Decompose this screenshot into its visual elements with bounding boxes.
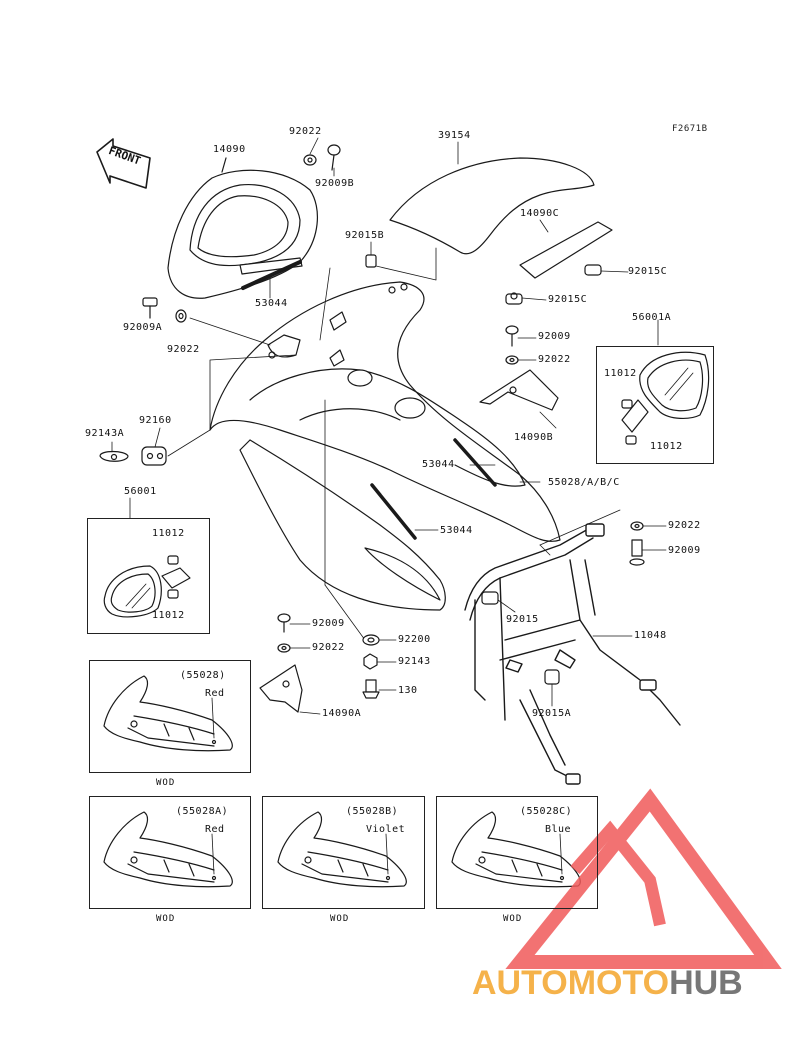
variant-box-55028B (262, 796, 425, 909)
variant-box-55028 (89, 660, 251, 773)
part-label: 39154 (438, 130, 471, 141)
front-arrow-icon (96, 138, 151, 189)
variant-region: WOD (330, 914, 350, 924)
part-label: 14090B (514, 432, 554, 443)
variant-code: (55028A) (176, 806, 229, 817)
variant-box-55028C (436, 796, 598, 909)
part-label: 92022 (167, 344, 200, 355)
part-label: 92009A (123, 322, 163, 333)
fairing-bracket-part (464, 523, 681, 785)
part-label: 53044 (422, 459, 455, 470)
part-label: 130 (398, 685, 418, 696)
variant-color: Red (205, 688, 225, 699)
variant-region: WOD (503, 914, 523, 924)
mirror-right-box (596, 346, 714, 464)
part-label: 92022 (538, 354, 571, 365)
part-label: 11048 (634, 630, 667, 641)
windshield-part (389, 141, 595, 255)
grommet-icon (505, 264, 602, 305)
watermark-logo-icon (505, 788, 782, 969)
part-label: 11012 (152, 610, 185, 621)
part-label: 92009 (538, 331, 571, 342)
part-label: 92022 (312, 642, 345, 653)
variant-region: WOD (156, 778, 176, 788)
bolt-icon (629, 521, 645, 566)
trim-strip-part (453, 438, 497, 487)
part-label: 56001 (124, 486, 157, 497)
bolt-icon (277, 613, 291, 653)
watermark-part2: HUB (669, 964, 743, 1002)
part-label: 14090A (322, 708, 362, 719)
fastener-icon (365, 254, 377, 268)
bolt-icon (142, 297, 187, 323)
part-label: 11012 (604, 368, 637, 379)
variant-box-55028A (89, 796, 251, 909)
meter-cover-part (167, 157, 319, 299)
inner-panel-part (519, 219, 613, 279)
mirror-left-box (87, 518, 210, 634)
part-label: 92015 (506, 614, 539, 625)
variant-code: (55028B) (346, 806, 399, 817)
bolt-icon (303, 144, 341, 171)
variant-code: (55028) (180, 670, 226, 681)
part-label: 92143A (85, 428, 125, 439)
part-label: 92015C (628, 266, 668, 277)
part-label: 92015B (345, 230, 385, 241)
part-label: 92009 (312, 618, 345, 629)
part-label: 14090 (213, 144, 246, 155)
part-label: 14090C (520, 208, 560, 219)
bracket-part (479, 369, 559, 411)
variant-color: Red (205, 824, 225, 835)
watermark-text: AUTOMOTOHUB (472, 964, 743, 1003)
bracket-part (259, 664, 303, 713)
part-label: 53044 (255, 298, 288, 309)
variant-region: WOD (156, 914, 176, 924)
variant-color: Blue (545, 824, 572, 835)
variant-code: (55028C) (520, 806, 573, 817)
part-label: 92022 (668, 520, 701, 531)
part-label: 92200 (398, 634, 431, 645)
nut-icon (362, 634, 380, 699)
mirror-left-part (103, 555, 191, 618)
part-label: 55028/A/B/C (548, 477, 620, 488)
mirror-right-part (621, 351, 710, 445)
rubber-mount-icon (99, 446, 167, 466)
variant-fairing-sketch (103, 675, 581, 888)
part-label: 92015A (532, 708, 572, 719)
part-label: 53044 (440, 525, 473, 536)
trim-strip-part (370, 483, 417, 540)
part-label: 11012 (650, 441, 683, 452)
part-label: 92009 (668, 545, 701, 556)
part-label: 92160 (139, 415, 172, 426)
part-label: 11012 (152, 528, 185, 539)
part-label: 92015C (548, 294, 588, 305)
variant-color: Violet (366, 824, 406, 835)
grommet-icon (481, 591, 560, 685)
trim-strip-part (241, 260, 302, 290)
upper-fairing-part (209, 281, 561, 611)
part-label: 92022 (289, 126, 322, 137)
part-label: 56001A (632, 312, 672, 323)
part-label: 92143 (398, 656, 431, 667)
figure-id: F2671B (672, 124, 708, 134)
part-label: 92009B (315, 178, 355, 189)
watermark-part1: AUTOMOTO (472, 964, 670, 1002)
bolt-icon (505, 325, 519, 365)
